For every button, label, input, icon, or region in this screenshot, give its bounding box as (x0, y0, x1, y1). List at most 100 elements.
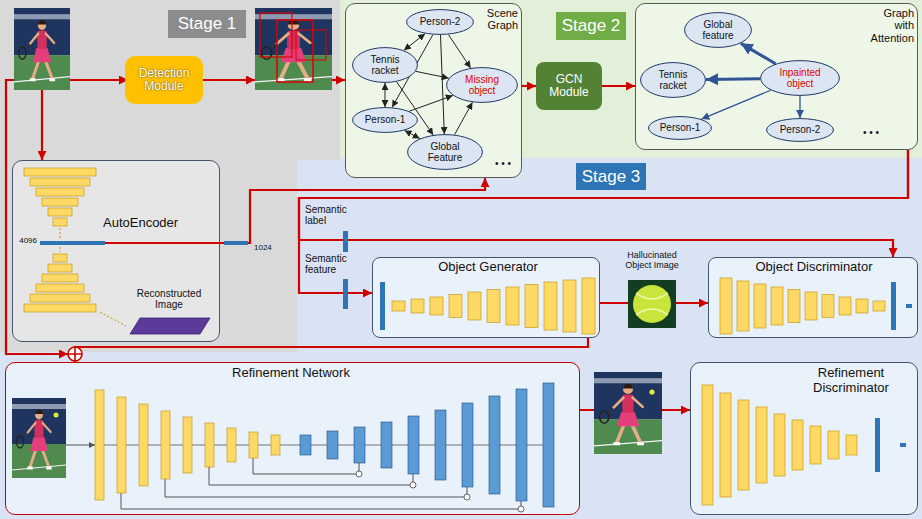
discriminator-layer (754, 284, 766, 328)
gcn-module: GCN Module (536, 62, 602, 110)
refinement-network-box: Refinement Network (5, 362, 580, 515)
image-caption: Hallucinated Object Image (622, 250, 682, 270)
box-text: 4096 (13, 237, 37, 246)
unet-layer (271, 435, 280, 455)
text-holder: AutoEncoder (103, 216, 213, 231)
unet-layer (300, 435, 311, 455)
unet-layer (161, 411, 170, 479)
graph-edge (385, 83, 386, 107)
input-label: Semantic feature (305, 253, 353, 275)
refinement-discriminator-layer (702, 385, 906, 505)
box-title: Scene Graph (474, 7, 518, 32)
refinement-discriminator-layer (702, 385, 713, 505)
ellipsis-mark: • • • (855, 127, 887, 138)
discriminator-layer (873, 301, 885, 311)
graph-node-label: Person-2 (420, 16, 461, 27)
encoder-layer (42, 198, 78, 206)
feature-vector (343, 279, 348, 309)
refinement-discriminator-layer (756, 407, 767, 483)
graph-node-label: Tennis racket (653, 69, 693, 91)
graph-node: Person-1 (352, 107, 418, 133)
module-label: Detection Module (131, 67, 197, 94)
reconstructed-image (100, 312, 210, 334)
generator-layer (506, 287, 519, 325)
discriminator-layer (822, 295, 834, 318)
ellipse-shape (649, 117, 712, 140)
graph-node: Person-1 (648, 116, 712, 140)
graph-edge (448, 35, 470, 68)
discriminator-layer (856, 299, 868, 313)
graph-node-label: Person-2 (780, 124, 821, 135)
object-discriminator-box: Object Discriminator (708, 257, 918, 338)
graph-node-label: Person-1 (660, 122, 701, 133)
encoder-layer (48, 208, 72, 216)
label-holder: • • • (855, 127, 887, 138)
refinement-discriminator-layer (702, 385, 857, 505)
panel-fill (345, 3, 522, 178)
tennis-photo (277, 20, 313, 82)
text-holder: Object Generator (393, 260, 583, 275)
flow-arrow (41, 90, 43, 160)
generator-layer (449, 295, 462, 318)
ellipse-shape (353, 108, 418, 133)
output-photo (594, 372, 662, 454)
graph-node: Inpainted object (760, 60, 840, 96)
reconstructed-image (100, 312, 126, 326)
box-text: AutoEncoder (103, 216, 213, 231)
text-holder: Refinement Discriminator (789, 366, 913, 395)
flow-arrow (522, 85, 536, 87)
generator-layer (380, 282, 385, 330)
graph-node-label: Inpainted object (775, 67, 825, 89)
flow-arrow (332, 79, 345, 81)
hallucinated-object-image (636, 309, 668, 315)
tennis-photo (12, 8, 332, 478)
stage-label: Stage 1 (168, 10, 246, 38)
generator-layer (544, 282, 557, 330)
unet-layer (249, 432, 258, 458)
ellipse-shape (685, 13, 752, 48)
discriminator-layer (788, 290, 800, 323)
graph-node: Tennis racket (352, 47, 418, 83)
reconstructed-image (130, 318, 210, 334)
tennis-photo (296, 30, 326, 60)
stage-label-text: Stage 2 (562, 16, 621, 35)
graph-node: Person-2 (766, 118, 834, 142)
unet-layer (205, 423, 214, 467)
panel-fill (5, 362, 580, 515)
panel-fill (12, 160, 220, 342)
graph-edge (409, 96, 452, 112)
label-holder: Semantic feature (305, 253, 353, 275)
ellipse-shape (408, 135, 483, 170)
ellipse-shape (767, 119, 834, 142)
ellipse-shape (353, 48, 418, 83)
tennis-photo (54, 413, 59, 418)
graph-node: Tennis racket (640, 62, 706, 98)
label-holder: 1024 (254, 244, 284, 253)
graph-node: Global Feature (407, 134, 483, 170)
stage-label: Stage 3 (576, 163, 647, 190)
sum-symbol (68, 347, 82, 361)
graph-node: Missing object (446, 67, 518, 103)
flow-arrow (602, 85, 635, 87)
flow-arrow (200, 79, 255, 81)
generator-layer (468, 292, 481, 320)
unet-layer (95, 390, 104, 500)
unet-layer (518, 506, 524, 512)
feature-vector (224, 241, 248, 245)
graph-edge (455, 102, 473, 134)
input-label: Semantic label (305, 204, 353, 226)
label-holder: Hallucinated Object Image (622, 250, 682, 270)
module-label: GCN Module (542, 73, 596, 100)
unet-layer (516, 389, 527, 501)
scene-graph-box: Scene Graph Person-2Tennis racketMissing … (345, 3, 522, 178)
unet-layer (410, 482, 416, 488)
graph-edge (404, 34, 425, 51)
encoder-layer (53, 218, 67, 226)
flow-arrow (6, 80, 345, 354)
generator-layer (582, 278, 595, 334)
panel-fill (5, 3, 918, 515)
sum-symbol (68, 347, 82, 361)
box-title: Object Discriminator (719, 260, 909, 275)
